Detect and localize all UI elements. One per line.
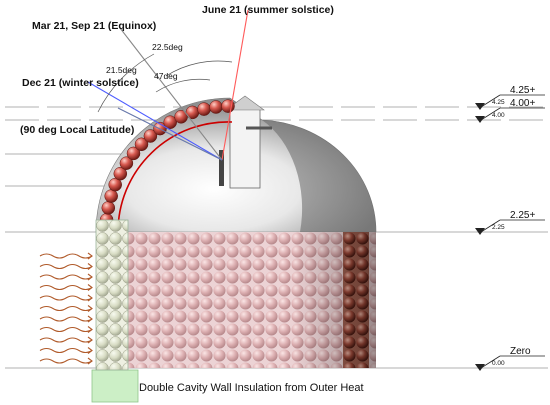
- caption-label: Double Cavity Wall Insulation from Outer…: [139, 382, 364, 394]
- level-sub-label: 2.25: [492, 224, 505, 231]
- winter-solstice-label: Dec 21 (winter solstice): [22, 77, 139, 89]
- dome-ball: [126, 146, 141, 161]
- dome-ball: [209, 100, 223, 114]
- level-leader-line: [480, 94, 501, 108]
- heat-wave-arrowhead: [87, 252, 93, 260]
- tower-roof: [225, 95, 265, 111]
- dome-ball: [119, 156, 134, 170]
- cavity-column: [95, 219, 129, 371]
- level-sub-label: 4.00: [492, 112, 505, 119]
- angle-21-5-label: 21.5deg: [106, 65, 137, 75]
- heat-wave-arrowhead: [87, 263, 93, 270]
- level-triangle-icon: [475, 228, 485, 235]
- level-main-label: Zero: [510, 346, 531, 357]
- heat-wave-arrowhead: [87, 315, 93, 323]
- dome-inner-arc: [117, 121, 233, 233]
- cavity-box: [91, 369, 139, 403]
- tower-vent: [219, 150, 224, 186]
- heat-wave-arrowhead: [87, 273, 93, 281]
- latitude-ray: [117, 107, 223, 161]
- dome-ball: [134, 137, 149, 152]
- angle-22-5-label: 22.5deg: [152, 42, 183, 52]
- heat-wave: [39, 326, 93, 333]
- angle-arc-inner: [155, 79, 211, 93]
- heat-wave: [39, 253, 93, 259]
- dome-ball: [197, 102, 211, 116]
- dome-ball: [101, 201, 116, 215]
- heat-wave: [39, 358, 93, 364]
- angle-arc-middle: [97, 53, 155, 113]
- summer-ray: [221, 9, 249, 161]
- level-marker: 2.25+ 2.25: [475, 210, 545, 235]
- heat-wave-arrowhead: [87, 294, 93, 302]
- heat-wave: [39, 274, 93, 280]
- summer-solstice-label: June 21 (summer solstice): [202, 4, 334, 16]
- heat-wave-arrowhead: [87, 336, 93, 344]
- level-leader-line: [480, 219, 501, 233]
- heat-wave: [39, 347, 93, 354]
- heat-wave: [39, 316, 93, 322]
- dome-ball: [113, 166, 128, 181]
- equinox-label: Mar 21, Sep 21 (Equinox): [32, 20, 156, 32]
- level-marker: Zero 0.00: [475, 346, 545, 371]
- level-leader-line: [480, 107, 501, 121]
- dome-ball: [108, 177, 122, 192]
- heat-wave-arrowhead: [87, 284, 93, 291]
- level-sub-label: 0.00: [492, 360, 505, 367]
- dome-ball: [185, 105, 200, 120]
- level-sub-label: 4.25: [492, 99, 505, 106]
- heat-wave-arrowhead: [87, 357, 93, 365]
- winter-ray: [87, 81, 223, 161]
- heat-wave: [39, 337, 93, 343]
- dome-ball: [163, 115, 177, 129]
- heat-wave: [39, 284, 93, 291]
- dome-right-shadow: [262, 120, 377, 232]
- dome-ball: [143, 129, 158, 143]
- heat-wave: [39, 263, 93, 270]
- heat-wave-arrowhead: [87, 326, 93, 333]
- level-main-label: 4.25+: [510, 85, 535, 96]
- heat-wave: [39, 295, 93, 301]
- level-triangle-icon: [475, 364, 485, 371]
- heat-wave: [39, 305, 93, 312]
- level-marker: 4.00+ 4.00: [475, 98, 545, 123]
- level-main-label: 2.25+: [510, 210, 535, 221]
- heat-wave-arrowhead: [87, 305, 93, 312]
- level-main-label: 4.00+: [510, 98, 535, 109]
- level-leader-line: [480, 355, 501, 369]
- latitude-label: (90 deg Local Latitude): [20, 124, 134, 136]
- angle-arc-outer: [165, 60, 233, 77]
- heat-wave-arrowhead: [87, 347, 93, 354]
- level-marker: 4.25+ 4.25: [475, 85, 545, 110]
- dome-ball: [104, 189, 118, 203]
- level-triangle-icon: [475, 103, 485, 110]
- angle-47-label: 47deg: [154, 71, 178, 81]
- heat-waves: [39, 252, 93, 365]
- wall-shade-overlay: [96, 232, 376, 368]
- level-triangle-icon: [475, 116, 485, 123]
- equinox-ray: [119, 27, 223, 161]
- tower-block: [229, 107, 261, 189]
